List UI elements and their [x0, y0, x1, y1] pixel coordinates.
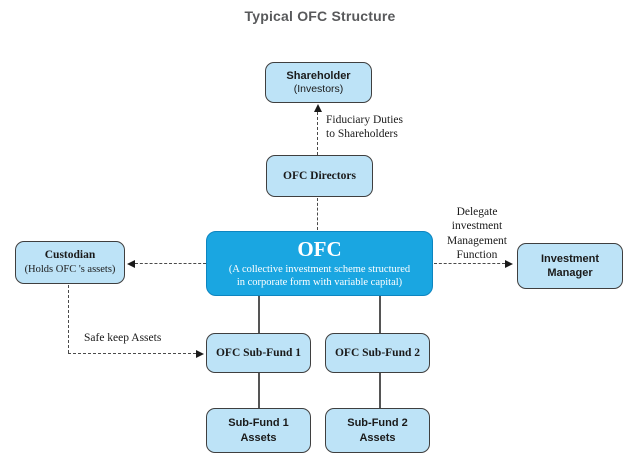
edge-subfund2-assets2-line: [379, 373, 381, 408]
subfund1-label: OFC Sub-Fund 1: [215, 346, 301, 359]
node-custodian: Custodian (Holds OFC 's assets): [15, 241, 125, 284]
node-subfund1: OFC Sub-Fund 1: [206, 333, 311, 373]
ofc-label: OFC: [297, 236, 342, 261]
arrowhead-left-icon: [127, 260, 135, 268]
edge-custodian-subfund1-vline: [68, 285, 69, 353]
assets1-label-line2: Assets: [240, 431, 277, 444]
arrowhead-up-icon: [314, 104, 322, 112]
shareholder-label: Shareholder: [286, 69, 351, 82]
edge-subfund1-assets1-line: [258, 373, 260, 408]
delegate-line3: Management: [446, 234, 508, 247]
node-investment-manager: Investment Manager: [517, 243, 623, 289]
ofc-directors-label: OFC Directors: [283, 169, 356, 182]
arrowhead-right-icon: [505, 260, 513, 268]
node-subfund2: OFC Sub-Fund 2: [325, 333, 430, 373]
node-assets1: Sub-Fund 1 Assets: [206, 408, 311, 453]
delegate-line4: Function: [456, 249, 498, 262]
edge-ofc-custodian-line: [135, 263, 206, 264]
delegate-line1: Delegate: [456, 206, 498, 218]
ofc-sublabel-line2: in corporate form with variable capital): [236, 277, 403, 289]
fiduciary-line2: to Shareholders: [326, 128, 398, 141]
delegate-line2: investment: [451, 220, 503, 233]
edge-custodian-subfund1-hline: [68, 353, 196, 354]
edge-ofc-investment-manager-line: [434, 263, 505, 264]
investment-manager-label-line1: Investment: [540, 252, 600, 265]
node-ofc: OFC (A collective investment scheme stru…: [206, 231, 433, 296]
edge-ofc-subfund2-line: [379, 296, 381, 333]
edge-directors-shareholder-line: [317, 112, 318, 155]
node-ofc-directors: OFC Directors: [266, 155, 373, 197]
custodian-sublabel: (Holds OFC 's assets): [24, 264, 116, 276]
shareholder-sublabel: (Investors): [293, 82, 344, 95]
custodian-label: Custodian: [44, 249, 96, 262]
subfund2-label: OFC Sub-Fund 2: [334, 346, 420, 359]
edge-ofc-subfund1-line: [258, 296, 260, 333]
fiduciary-line1: Fiduciary Duties: [326, 114, 403, 126]
node-shareholder: Shareholder (Investors): [265, 62, 372, 103]
edge-label-delegate: Delegate investment Management Function: [437, 205, 517, 263]
assets2-label-line1: Sub-Fund 2: [347, 417, 408, 430]
edge-label-fiduciary: Fiduciary Duties to Shareholders: [326, 113, 403, 142]
assets1-label-line1: Sub-Fund 1: [228, 417, 289, 430]
investment-manager-label-line2: Manager: [547, 267, 593, 279]
edge-ofc-directors-line: [317, 198, 318, 230]
edge-label-safekeep: Safe keep Assets: [84, 332, 162, 344]
assets2-label-line2: Assets: [359, 431, 396, 444]
diagram-title: Typical OFC Structure: [244, 8, 396, 24]
node-assets2: Sub-Fund 2 Assets: [325, 408, 430, 453]
arrowhead-right-icon: [196, 350, 204, 358]
ofc-sublabel-line1: (A collective investment scheme structur…: [228, 263, 411, 275]
